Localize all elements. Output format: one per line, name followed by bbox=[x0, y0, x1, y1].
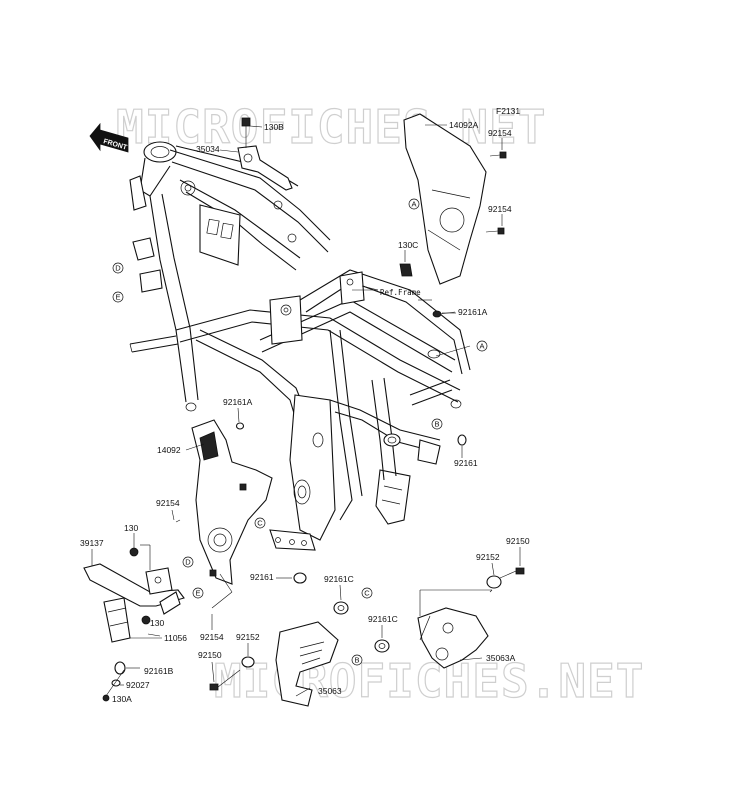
svg-text:B: B bbox=[354, 656, 359, 665]
footpeg-bracket-35063 bbox=[209, 601, 349, 707]
callout-92161-bottom: 92161 bbox=[250, 572, 274, 582]
callout-92152-left: 92152 bbox=[236, 632, 260, 642]
callout-11056: 11056 bbox=[164, 633, 187, 643]
main-frame bbox=[129, 141, 471, 551]
reference-lines bbox=[126, 285, 493, 697]
callout-130c: 130C bbox=[398, 240, 418, 250]
callout-14092a: 14092A bbox=[449, 120, 479, 130]
part-callouts: 130B 35034 F2131 14092A 92154 92154 130C… bbox=[80, 106, 530, 704]
bracket-11056 bbox=[83, 547, 185, 702]
watermark-top: MICROFICHES.NET bbox=[116, 100, 546, 154]
svg-text:E: E bbox=[195, 589, 200, 598]
callout-92150-left: 92150 bbox=[198, 650, 222, 660]
callout-92154-d: 92154 bbox=[200, 632, 224, 642]
callout-92161-right: 92161 bbox=[454, 458, 478, 468]
callout-130-b: 130 bbox=[150, 618, 164, 628]
circle-ref-a1: A bbox=[408, 198, 420, 210]
circle-ref-d1: D bbox=[112, 262, 124, 274]
bracket-35034 bbox=[237, 117, 293, 191]
callout-92161a-left: 92161A bbox=[223, 397, 253, 407]
svg-text:C: C bbox=[257, 519, 263, 528]
circle-ref-b2: B bbox=[351, 654, 363, 666]
circle-ref-b1: B bbox=[431, 418, 443, 430]
callout-92154-a: 92154 bbox=[488, 128, 512, 138]
svg-text:A: A bbox=[411, 200, 416, 209]
callout-92150-right: 92150 bbox=[506, 536, 530, 546]
callout-92161c-1: 92161C bbox=[324, 574, 354, 584]
svg-text:E: E bbox=[115, 293, 120, 302]
callout-39137: 39137 bbox=[80, 538, 104, 548]
circle-ref-a2: A bbox=[476, 340, 488, 352]
svg-text:B: B bbox=[434, 420, 439, 429]
callout-35034: 35034 bbox=[196, 144, 220, 154]
circle-ref-d2: D bbox=[182, 556, 194, 568]
callout-92161a-right: 92161A bbox=[458, 307, 488, 317]
ref-frame-label: Ref.Frame bbox=[380, 288, 421, 297]
cover-14092a bbox=[399, 113, 507, 318]
cover-14092 bbox=[191, 419, 273, 585]
callout-f2131: F2131 bbox=[496, 106, 520, 116]
circle-ref-c1: C bbox=[254, 517, 266, 529]
callout-92027: 92027 bbox=[126, 680, 150, 690]
callout-35063: 35063 bbox=[318, 686, 342, 696]
callout-14092: 14092 bbox=[157, 445, 181, 455]
circle-ref-c2: C bbox=[361, 587, 373, 599]
callout-130-a: 130 bbox=[124, 523, 138, 533]
callout-35063a: 35063A bbox=[486, 653, 516, 663]
footpeg-bracket-35063a bbox=[235, 422, 525, 669]
callout-92161b: 92161B bbox=[144, 666, 174, 676]
callout-92154-c: 92154 bbox=[156, 498, 180, 508]
svg-text:A: A bbox=[479, 342, 484, 351]
callout-130b: 130B bbox=[264, 122, 284, 132]
callout-130a: 130A bbox=[112, 694, 132, 704]
callout-92154-b: 92154 bbox=[488, 204, 512, 214]
svg-text:D: D bbox=[185, 558, 191, 567]
svg-text:D: D bbox=[115, 264, 121, 273]
callout-92161c-2: 92161C bbox=[368, 614, 398, 624]
callout-92152-right: 92152 bbox=[476, 552, 500, 562]
circle-ref-e2: E bbox=[192, 587, 204, 599]
svg-text:C: C bbox=[364, 589, 370, 598]
circle-ref-e1: E bbox=[112, 291, 124, 303]
